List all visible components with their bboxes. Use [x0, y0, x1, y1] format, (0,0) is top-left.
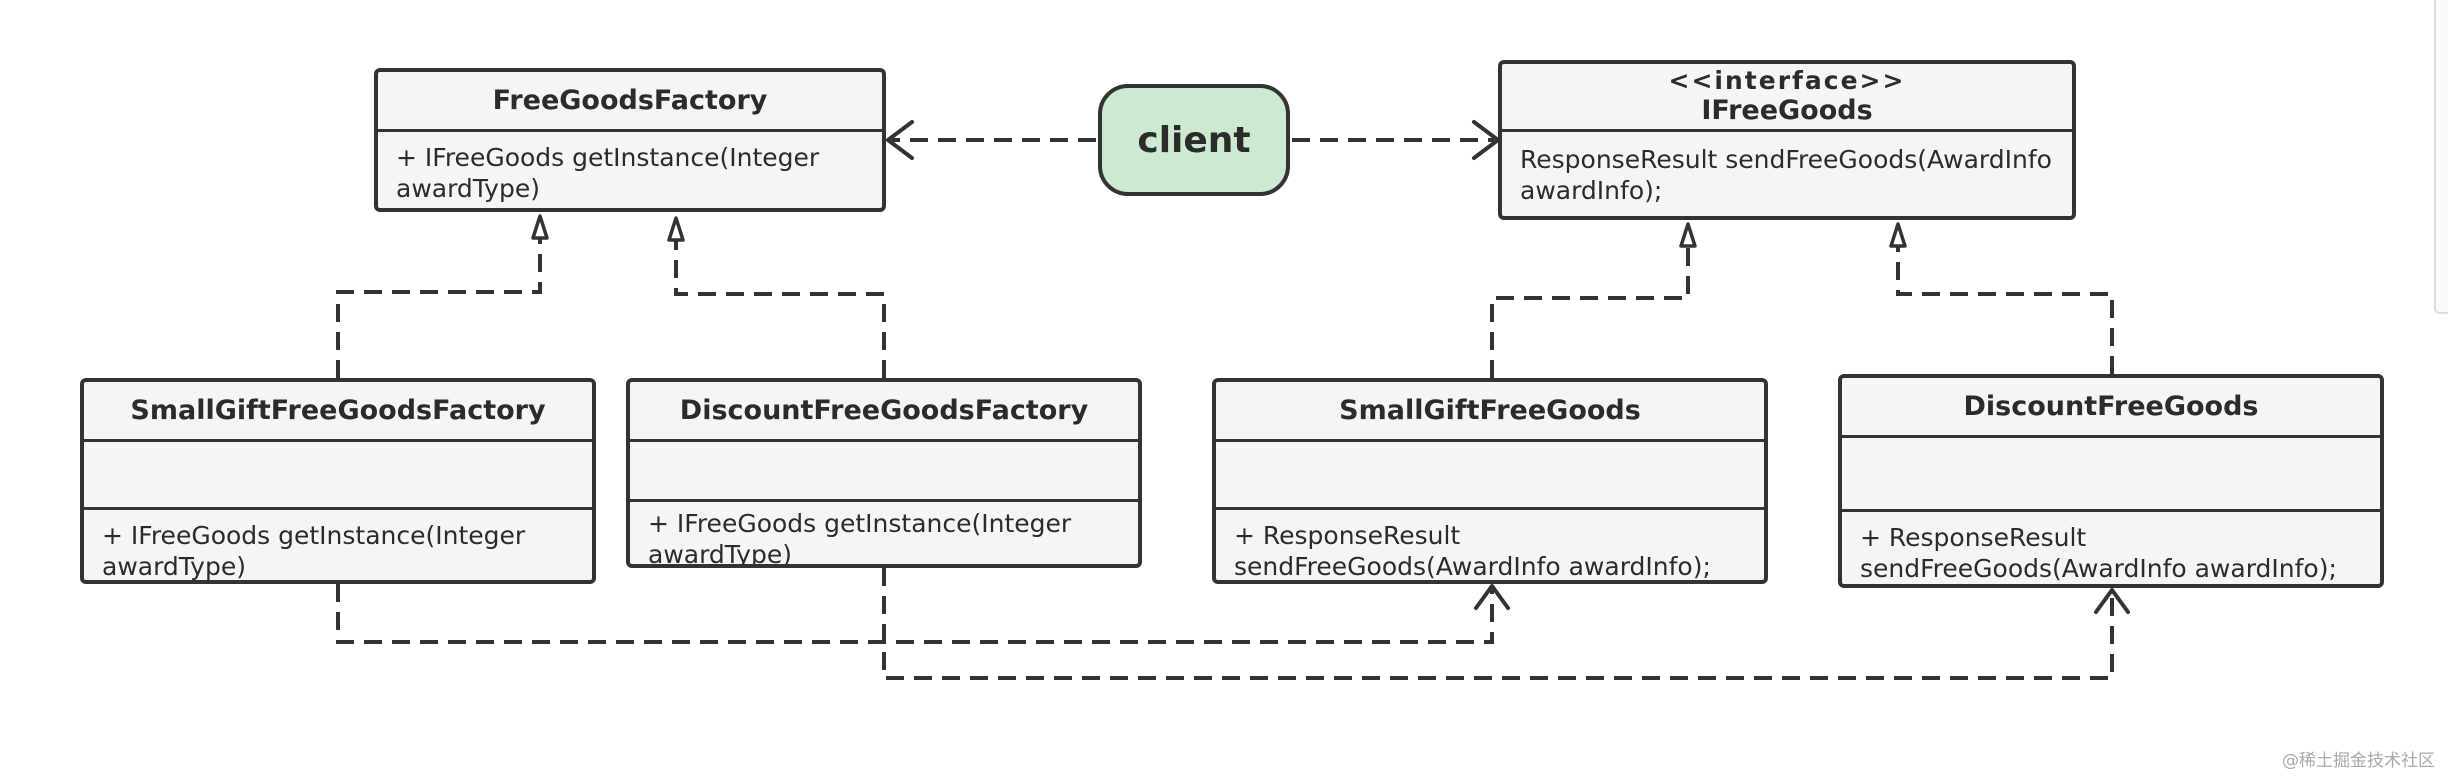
class-name-text: DiscountFreeGoods	[1963, 391, 2259, 422]
class-methods: + ResponseResult sendFreeGoods(AwardInfo…	[1234, 521, 1711, 581]
class-name: SmallGiftFreeGoodsFactory	[84, 382, 592, 442]
interface-methods: ResponseResult sendFreeGoods(AwardInfo a…	[1520, 145, 2052, 205]
class-attributes	[1842, 438, 2380, 512]
class-attributes	[84, 442, 592, 510]
arrowhead-to-factory	[886, 120, 914, 160]
class-small-gift-free-goods-factory: SmallGiftFreeGoodsFactory + IFreeGoods g…	[80, 378, 596, 584]
arrowhead-to-small-goods	[1474, 584, 1510, 610]
realization-triangle-small-goods	[1679, 222, 1697, 248]
class-methods: + IFreeGoods getInstance(Integer awardTy…	[102, 521, 526, 581]
class-name-text: DiscountFreeGoodsFactory	[679, 395, 1089, 426]
realization-triangle-small-factory	[531, 214, 549, 240]
class-name-text: SmallGiftFreeGoods	[1339, 395, 1641, 426]
class-name-text: FreeGoodsFactory	[492, 85, 768, 116]
interface-header: <<interface>> IFreeGoods	[1502, 64, 2072, 132]
discount-factory-creates-discount-goods	[882, 568, 2114, 680]
realization-triangle-discount-goods	[1889, 222, 1907, 248]
class-small-gift-free-goods: SmallGiftFreeGoods + ResponseResult send…	[1212, 378, 1768, 584]
class-name: FreeGoodsFactory	[378, 72, 882, 132]
class-discount-free-goods-factory: DiscountFreeGoodsFactory + IFreeGoods ge…	[626, 378, 1142, 568]
class-methods: + IFreeGoods getInstance(Integer awardTy…	[396, 143, 820, 203]
class-name: DiscountFreeGoods	[1842, 378, 2380, 438]
class-methods: + ResponseResult sendFreeGoods(AwardInfo…	[1860, 523, 2337, 583]
class-name: SmallGiftFreeGoods	[1216, 382, 1764, 442]
small-goods-implements-interface	[1490, 246, 1690, 378]
class-free-goods-factory: FreeGoodsFactory + IFreeGoods getInstanc…	[374, 68, 886, 212]
client-node: client	[1098, 84, 1290, 196]
class-name: DiscountFreeGoodsFactory	[630, 382, 1138, 442]
class-methods: + IFreeGoods getInstance(Integer awardTy…	[648, 509, 1072, 568]
small-factory-implements-factory	[336, 238, 542, 378]
small-factory-creates-small-goods	[336, 584, 1494, 644]
watermark: @稀土掘金技术社区	[2282, 751, 2435, 771]
class-discount-free-goods: DiscountFreeGoods + ResponseResult sendF…	[1838, 374, 2384, 588]
stereotype-label: <<interface>>	[1668, 66, 1906, 95]
class-name-text: SmallGiftFreeGoodsFactory	[130, 395, 546, 426]
class-attributes	[630, 442, 1138, 502]
discount-factory-implements-factory	[674, 240, 886, 378]
scrollbar-edge[interactable]	[2434, 0, 2448, 314]
realization-triangle-discount-factory	[667, 216, 685, 242]
class-attributes	[1216, 442, 1764, 510]
discount-goods-implements-interface	[1896, 246, 2114, 374]
client-label: client	[1137, 119, 1251, 161]
interface-ifreegoods: <<interface>> IFreeGoods ResponseResult …	[1498, 60, 2076, 220]
interface-name: IFreeGoods	[1701, 95, 1873, 126]
arrowhead-to-discount-goods	[2094, 588, 2130, 614]
